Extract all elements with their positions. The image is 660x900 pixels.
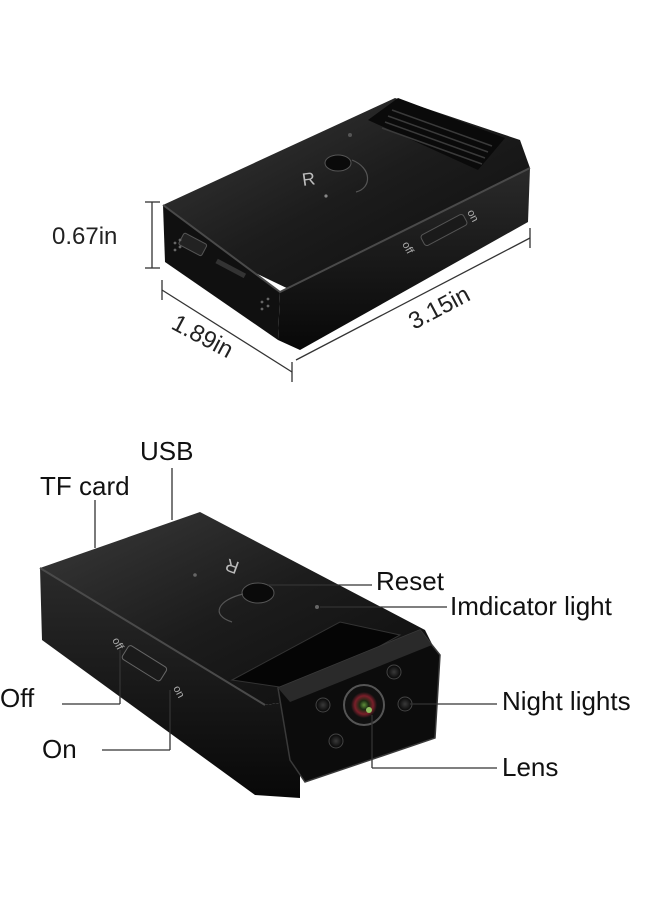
- callout-night-lights: Night lights: [502, 686, 631, 716]
- top-view-power-switch[interactable]: [420, 213, 468, 247]
- bottom-view-reset-mark: R: [223, 554, 242, 577]
- bottom-view-power-switch[interactable]: [121, 645, 168, 682]
- top-view-reset-button[interactable]: [324, 154, 352, 172]
- callout-on: On: [42, 734, 77, 764]
- bottom-view-reset-button[interactable]: [241, 582, 275, 604]
- callout-usb: USB: [140, 436, 193, 466]
- night-light-3: [328, 733, 344, 749]
- top-view-device: R on off: [162, 98, 531, 350]
- night-light-2: [386, 664, 402, 680]
- dimension-width: 1.89in: [167, 309, 237, 364]
- callout-reset: Reset: [376, 566, 445, 596]
- callout-leaders: [62, 468, 497, 769]
- bottom-view-device: R off on: [39, 512, 441, 798]
- night-light-1: [315, 697, 331, 713]
- bottom-view-long-side: [40, 568, 300, 798]
- top-view-long-side: [278, 168, 530, 350]
- top-view-reset-mark: R: [301, 168, 317, 190]
- bottom-view-clip: [230, 621, 402, 691]
- callout-indicator-light: Imdicator light: [450, 591, 613, 621]
- dimension-lines: [145, 201, 531, 382]
- bottom-view-switch-on: on: [170, 684, 186, 700]
- top-view-usb-port: [178, 232, 208, 257]
- dimension-height: 0.67in: [52, 223, 117, 250]
- night-light-4: [397, 696, 413, 712]
- callout-tf-card: TF card: [40, 471, 130, 501]
- top-view-switch-on: on: [464, 208, 480, 224]
- callout-off: Off: [0, 683, 35, 713]
- top-view-tf-slot: [215, 258, 247, 279]
- callout-lens: Lens: [502, 752, 558, 782]
- dimension-length: 3.15in: [404, 281, 474, 336]
